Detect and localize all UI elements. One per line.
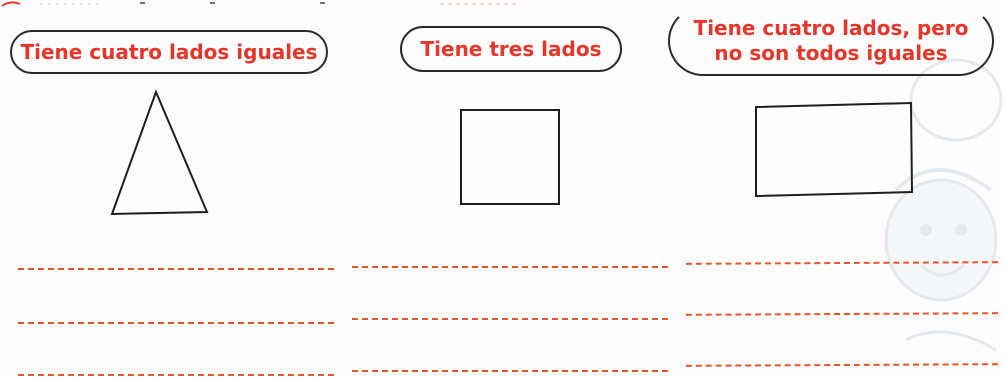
answer-line-r1-c1[interactable] [18,268,334,270]
label-three-sides-text: Tiene tres lados [420,36,602,61]
triangle-shape [110,89,209,216]
label-four-sides-not-equal: Tiene cuatro lados, pero no son todos ig… [668,6,994,76]
answer-line-r3-c2[interactable] [352,370,668,372]
label-three-sides: Tiene tres lados [400,26,622,72]
answer-line-r1-c2[interactable] [352,266,668,268]
label-four-sides-not-equal-text: Tiene cuatro lados, pero no son todos ig… [693,16,969,65]
top-edge-marks [1,1,520,7]
label-four-equal-sides: Tiene cuatro lados iguales [10,30,328,74]
answer-line-r2-c1[interactable] [18,322,334,324]
answer-line-r2-c2[interactable] [352,318,668,320]
background-child-illustration [884,58,1003,352]
label-four-equal-sides-text: Tiene cuatro lados iguales [20,39,318,64]
square-shape [460,109,560,205]
rectangle-shape [755,101,914,198]
answer-line-r3-c1[interactable] [18,374,334,376]
